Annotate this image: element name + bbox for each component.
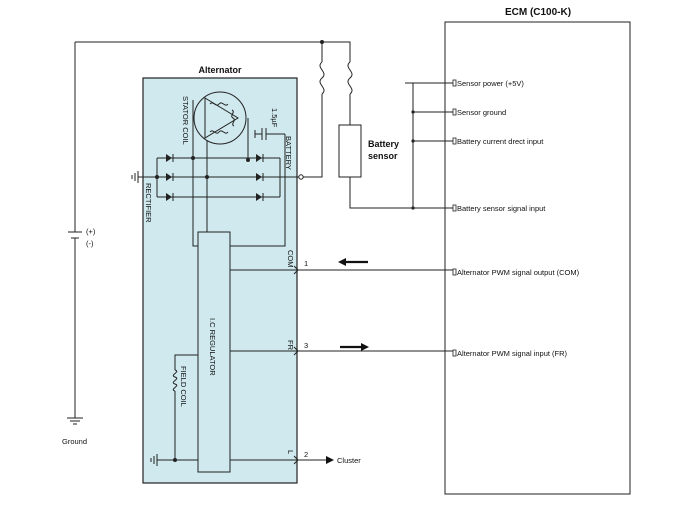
fr-label: FR bbox=[286, 340, 295, 351]
com-label: COM bbox=[286, 250, 295, 268]
battery-minus: (-) bbox=[86, 239, 94, 248]
battery-sensor-label-2: sensor bbox=[368, 151, 398, 161]
ic-regulator-label: I.C REGULATOR bbox=[208, 318, 217, 376]
capacitor-label: 1.5µF bbox=[270, 108, 279, 128]
rectifier-label: RECTIFIER bbox=[144, 183, 153, 223]
battery-sensor-label-1: Battery bbox=[368, 139, 399, 149]
ecm-box bbox=[444, 21, 631, 495]
battery-terminal-label: BATTERY bbox=[284, 136, 293, 170]
ecm-input-pwm-input: Alternator PWM signal input (FR) bbox=[457, 349, 568, 358]
ecm-title: ECM (C100-K) bbox=[505, 7, 571, 18]
ecm-input-pwm-output: Alternator PWM signal output (COM) bbox=[457, 268, 580, 277]
stator-coil-label: STATOR COIL bbox=[181, 96, 190, 145]
pin-l: 2 bbox=[304, 450, 308, 459]
alternator-title: Alternator bbox=[198, 65, 242, 75]
ic-regulator-box bbox=[197, 231, 231, 473]
ecm-input-sensor-ground: Sensor ground bbox=[457, 108, 506, 117]
cluster-arrow-icon bbox=[326, 456, 334, 464]
pin-fr: 3 bbox=[304, 341, 308, 350]
pin-com: 1 bbox=[304, 259, 308, 268]
stator-coil-symbol bbox=[193, 91, 247, 145]
ecm-input-battery-current: Battery current drect input bbox=[457, 137, 544, 146]
rectifier-diodes bbox=[166, 154, 264, 201]
ecm-input-battery-sensor-signal: Battery sensor signal input bbox=[457, 204, 546, 213]
ground-label: Ground bbox=[62, 437, 87, 446]
battery-sensor-box bbox=[338, 124, 362, 178]
cluster-label: Cluster bbox=[337, 456, 361, 465]
field-coil-label: FIELD COIL bbox=[179, 366, 188, 407]
l-label: L bbox=[286, 450, 295, 454]
ecm-input-sensor-power: Sensor power (+5V) bbox=[457, 79, 524, 88]
battery-plus: (+) bbox=[86, 227, 96, 236]
